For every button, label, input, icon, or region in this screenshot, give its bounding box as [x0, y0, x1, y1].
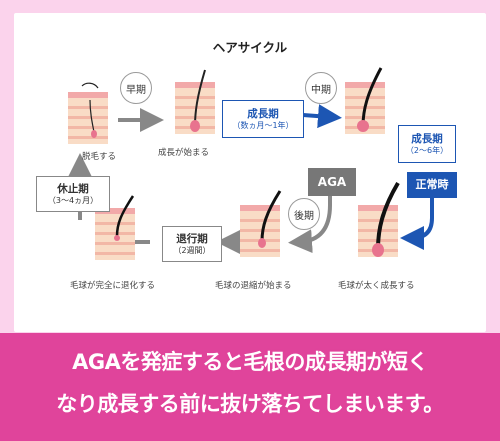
resting-title: 休止期 — [57, 182, 89, 195]
regression-title: 退行期 — [176, 232, 208, 245]
blue-arrows — [302, 104, 434, 250]
caption-band — [0, 333, 500, 441]
stage-shrink-start-label: 毛球の退縮が始まる — [215, 281, 292, 291]
regression-duration: （2週間） — [173, 245, 211, 255]
skin-shedding — [68, 82, 108, 144]
growth-normal-title: 成長期 — [411, 132, 443, 145]
arrow-start-to-growth — [302, 104, 342, 129]
resting-duration: （3〜4ヵ月） — [47, 195, 99, 205]
stage-thick-growth-label: 毛球が太く成長する — [338, 281, 415, 291]
stage-full-regression-label: 毛球が完全に退化する — [70, 281, 156, 291]
resting-box: 休止期 （3〜4ヵ月） — [36, 176, 110, 212]
arrow-normal-path — [400, 175, 434, 250]
skin-full-regression — [95, 195, 135, 260]
arrow-aga-path — [288, 175, 332, 254]
phase-early-label: 早期 — [120, 72, 152, 104]
aga-label: AGA — [317, 174, 347, 189]
growth-aga-duration: （数ヵ月〜1年） — [232, 120, 294, 130]
stage-shedding-label: 脱毛する — [82, 152, 117, 162]
skin-thick-growth — [358, 181, 400, 257]
diagram-title: ヘアサイクル — [212, 40, 288, 55]
skin-growth-mid — [345, 67, 385, 134]
skin-start-growth — [175, 69, 215, 134]
growth-aga-box: 成長期 （数ヵ月〜1年） — [222, 100, 304, 138]
regression-box: 退行期 （2週間） — [162, 226, 222, 262]
normal-label: 正常時 — [415, 178, 449, 192]
growth-normal-box: 成長期 （2〜6年） — [398, 125, 456, 163]
caption-line-2: なり成長する前に抜け落ちてしまいます。 — [56, 392, 444, 416]
caption-line-1: AGAを発症すると毛根の成長期が短く — [72, 350, 428, 374]
phase-middle-label: 中期 — [305, 72, 337, 104]
stage-start-growth-label: 成長が始まる — [158, 148, 210, 158]
aga-box: AGA — [308, 168, 356, 196]
normal-box: 正常時 — [407, 172, 457, 198]
growth-aga-title: 成長期 — [247, 107, 279, 120]
skin-shrink-start — [240, 190, 282, 257]
phase-late-label: 後期 — [288, 198, 320, 230]
growth-normal-duration: （2〜6年） — [405, 145, 449, 155]
